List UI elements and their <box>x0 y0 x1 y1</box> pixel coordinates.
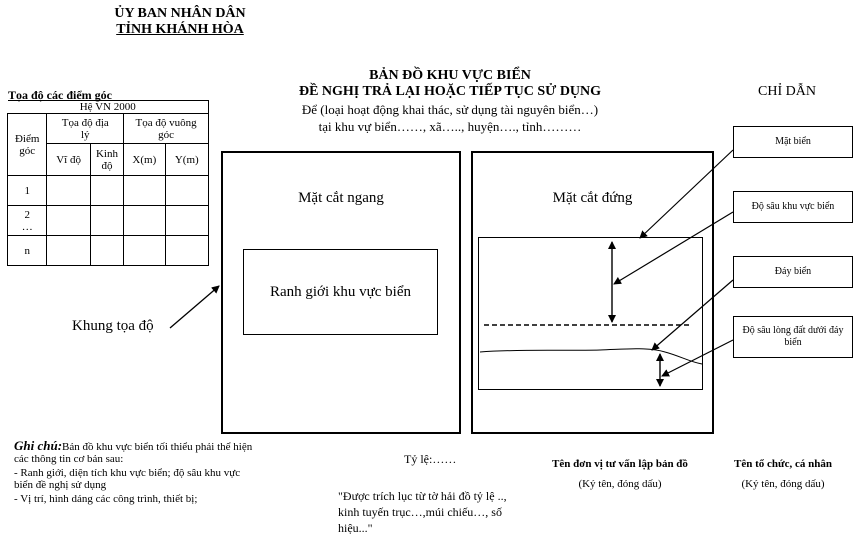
notes-item-2: - Vị trí, hình dáng các công trình, thiế… <box>14 493 198 505</box>
boundary-label: Ranh giới khu vực biển <box>269 283 412 300</box>
notes-intro: Bản đồ khu vực biển tối thiểu phải thể h… <box>14 441 253 465</box>
table-cell <box>89 205 125 236</box>
legend-sea-bed-label: Đáy biển <box>774 266 812 277</box>
sea-depth-arrow <box>613 211 734 285</box>
owner-sign: (Ký tên, đóng dấu) <box>741 478 825 490</box>
cross-section-title: Mặt cắt ngang <box>298 190 384 206</box>
notes-item-1: - Ranh giới, diện tích khu vực biển; độ … <box>14 467 241 491</box>
section-box <box>478 237 703 390</box>
table-row-point: 2 … <box>6 205 48 236</box>
coordinate-frame-left <box>221 151 461 434</box>
seabed-line <box>479 348 703 365</box>
proj-header: Tọa độ vuông góc <box>123 113 209 144</box>
source-note: "Được trích lục từ tờ hải đồ tỷ lệ .., k… <box>338 489 507 535</box>
coordinate-frame-right <box>471 151 714 434</box>
legend-subsoil-depth: Độ sâu lòng đất dưới đáy biển <box>733 316 853 358</box>
location-line: tại khu vự biển……, xã….., huyện…., tỉnh…… <box>318 119 582 134</box>
purpose-line: Để (loại hoạt động khai thác, sử dụng tà… <box>301 102 599 117</box>
legend-sea-surface: Mặt biển <box>733 126 853 158</box>
legend-sea-surface-label: Mặt biển <box>775 136 811 147</box>
table-cell <box>89 235 125 266</box>
org-line-2: TỈNH KHÁNH HÒA <box>116 22 244 37</box>
scale-label: Tỷ lệ:…… <box>404 452 457 466</box>
legend-sea-depth: Độ sâu khu vực biển <box>733 191 853 223</box>
sea-bed-arrow <box>651 279 734 351</box>
consultant-sign: (Ký tên, đóng dấu) <box>578 478 662 490</box>
notes-block: Ghi chú:Bản đồ khu vực biển tối thiểu ph… <box>14 438 254 505</box>
legend-sea-depth-label: Độ sâu khu vực biển <box>751 201 835 212</box>
owner-title: Tên tổ chức, cá nhân <box>734 458 832 470</box>
map-title: BẢN ĐỒ KHU VỰC BIỂN <box>369 68 531 83</box>
point-header: Điểm góc <box>6 113 48 176</box>
legend-subsoil-depth-label: Độ sâu lòng đất dưới đáy biển <box>742 325 844 348</box>
frame-label: Khung tọa độ <box>72 318 154 334</box>
map-subtitle: ĐỀ NGHỊ TRẢ LẠI HOẶC TIẾP TỤC SỬ DỤNG <box>298 84 602 99</box>
sea-surface-arrow <box>639 149 734 239</box>
coord-table-caption: Tọa độ các điểm góc <box>8 88 112 102</box>
frame-pointer-arrow <box>169 285 220 329</box>
notes-heading: Ghi chú: <box>14 438 63 453</box>
org-line-1: ỦY BAN NHÂN DÂN <box>114 6 246 21</box>
subsoil-depth-arrow <box>661 339 734 377</box>
table-cell <box>164 175 210 206</box>
table-cell <box>164 235 210 266</box>
y-header: Y(m) <box>164 143 210 176</box>
legend-sea-bed: Đáy biển <box>733 256 853 288</box>
table-cell <box>123 175 166 206</box>
sea-area-boundary: Ranh giới khu vực biển <box>243 249 438 335</box>
lat-header: Vĩ độ <box>46 143 91 176</box>
table-cell <box>46 235 91 266</box>
table-cell <box>123 235 166 266</box>
table-row-point: 1 <box>6 175 48 206</box>
coord-table: Hệ VN 2000 Điểm góc Tọa độ địa lý Tọa độ… <box>6 100 210 266</box>
table-row-point: n <box>6 235 48 266</box>
table-cell <box>46 175 91 206</box>
vertical-section-title: Mặt cắt đứng <box>552 190 633 206</box>
legend-title: CHỈ DẪN <box>758 84 816 99</box>
lon-header: Kinh độ <box>89 143 125 176</box>
consultant-title: Tên đơn vị tư vấn lập bản đồ <box>552 458 688 470</box>
table-cell <box>89 175 125 206</box>
